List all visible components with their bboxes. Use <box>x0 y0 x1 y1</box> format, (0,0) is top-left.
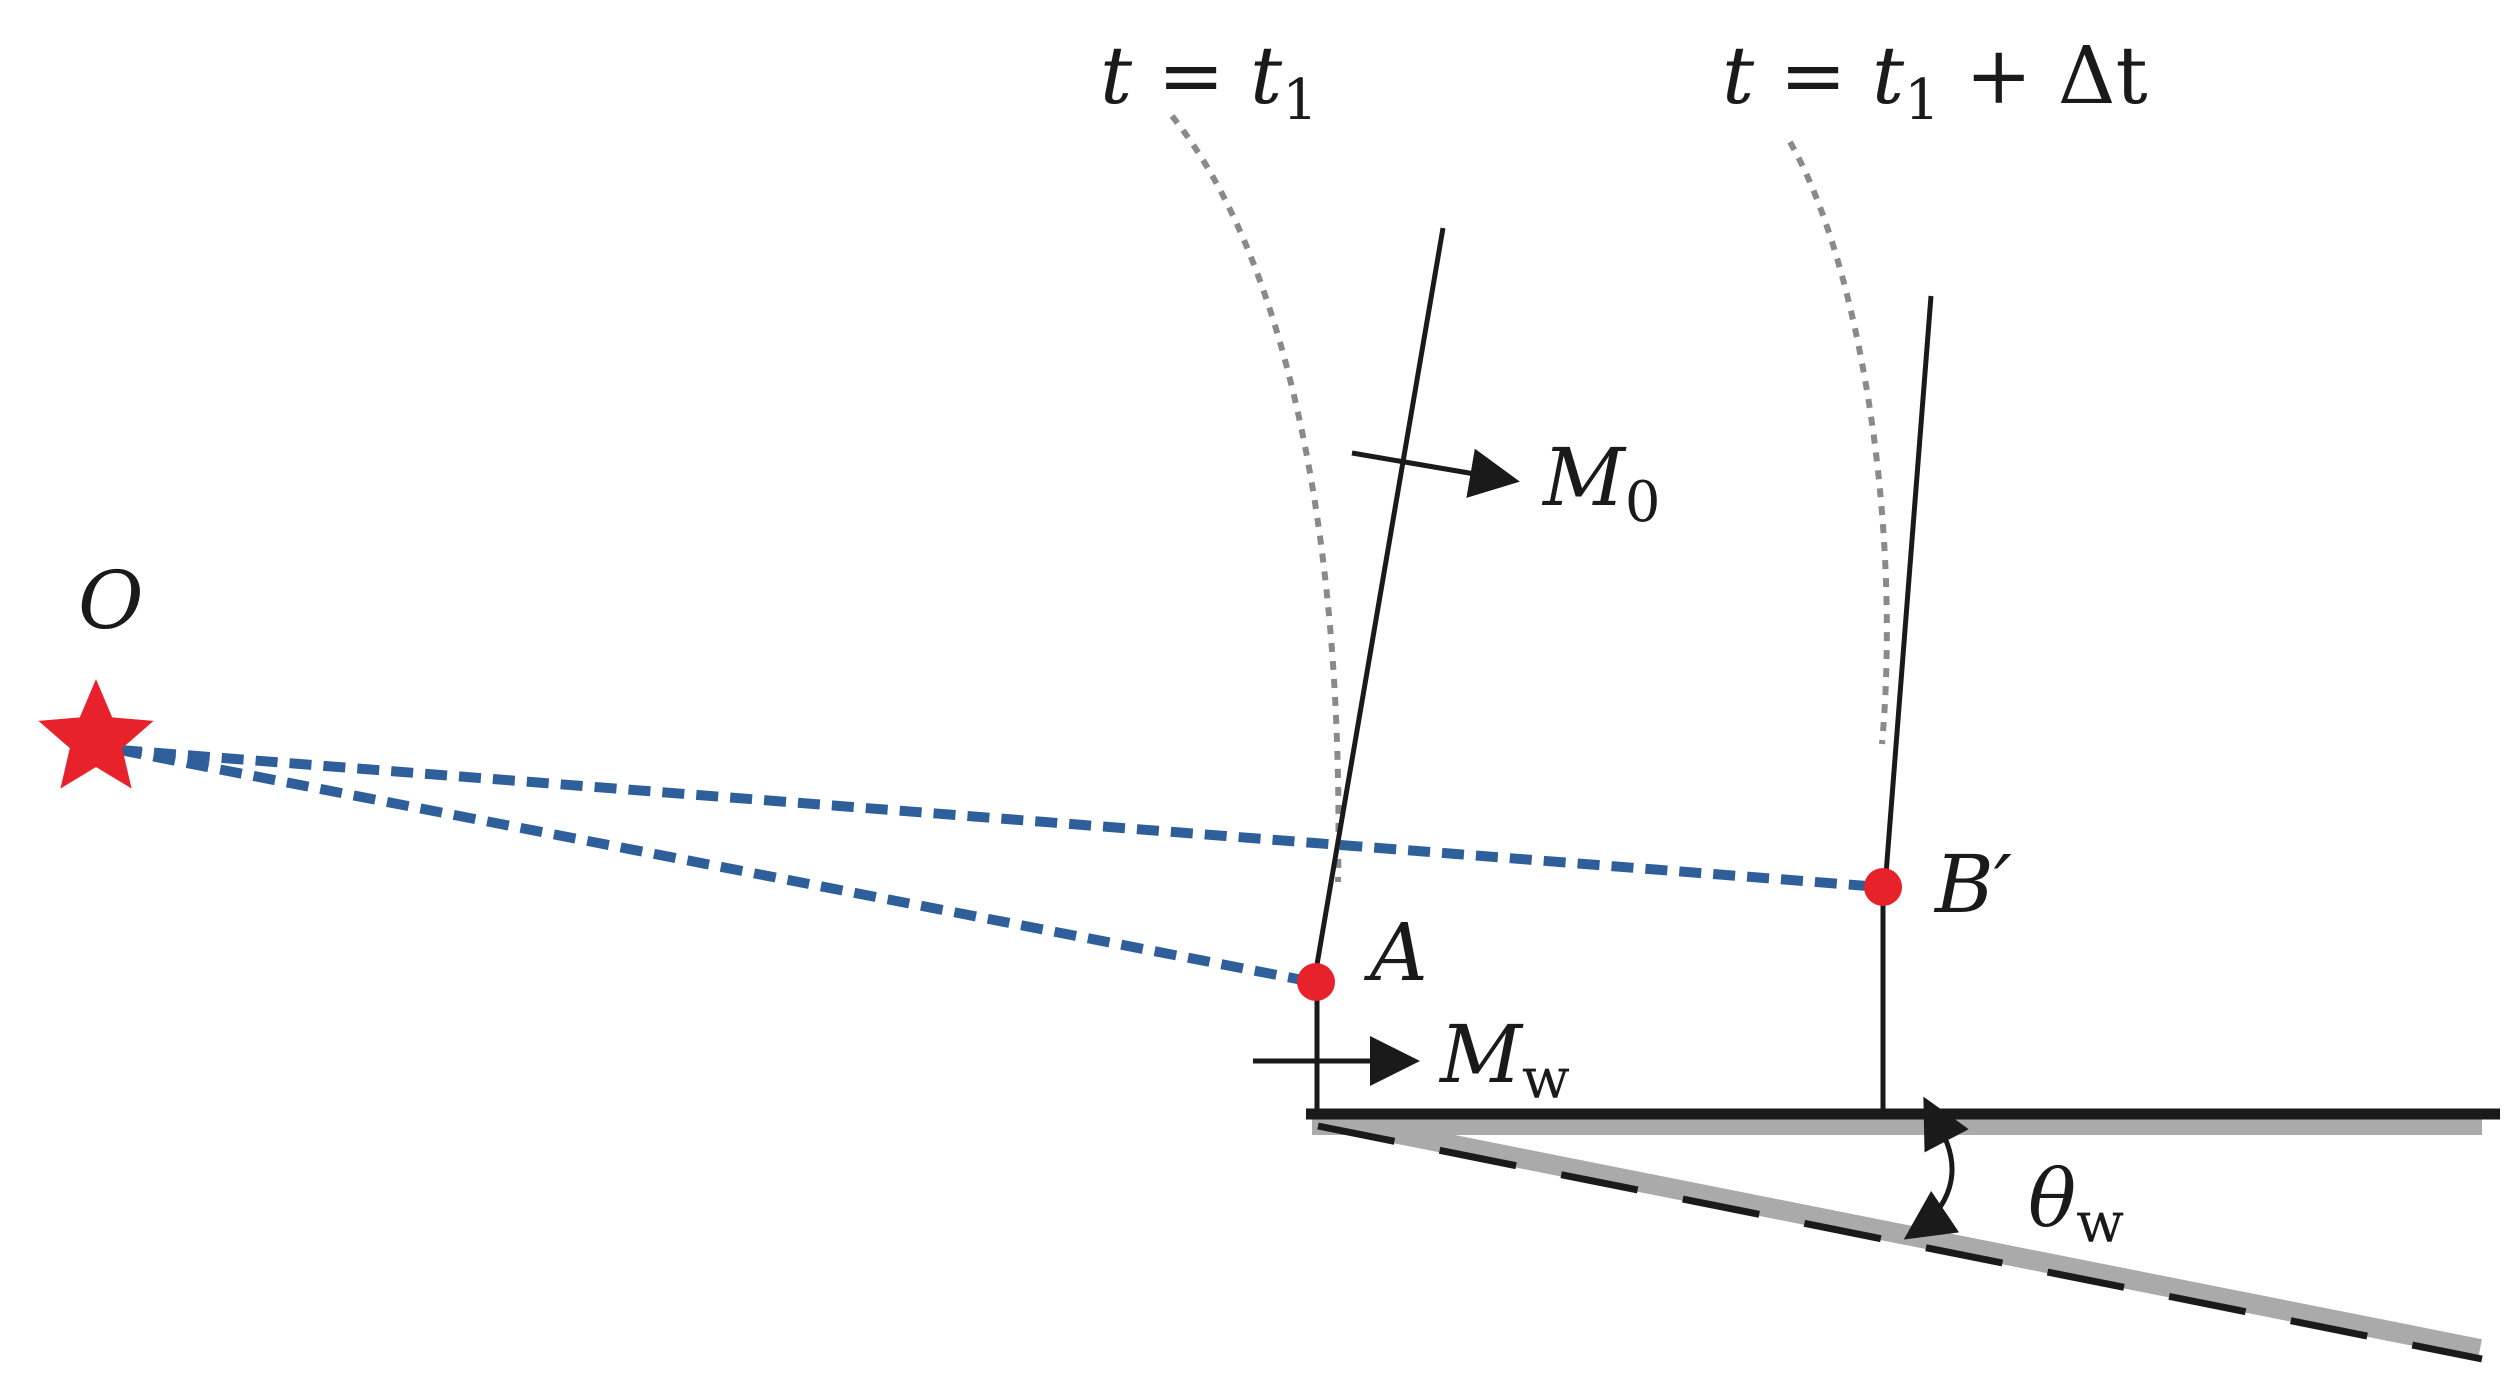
ray-to-a <box>119 745 1314 987</box>
wavefront-t2 <box>1882 295 1934 888</box>
origin-star-icon <box>38 679 154 789</box>
rays <box>119 745 1881 987</box>
m0-arrow <box>1351 448 1520 498</box>
guide-curve-t1 <box>1169 114 1342 883</box>
guide-curve-t2 <box>1787 140 1890 745</box>
origin-label: O <box>78 554 144 647</box>
theta-label: θw <box>2028 1152 2124 1256</box>
point-a-dot <box>1297 963 1335 1001</box>
point-a-label: A <box>1363 906 1428 999</box>
point-b-label: B′ <box>1933 838 2012 931</box>
point-b-dot <box>1864 868 1902 906</box>
theta-angle-arrow <box>1903 1096 1969 1240</box>
m0-label: M0 <box>1541 431 1661 535</box>
time-label-t1: t = t1 <box>1100 29 1318 133</box>
time-label-t2: t = t1 + Δt <box>1722 29 2148 133</box>
ray-to-b <box>119 745 1881 892</box>
mw-label: Mw <box>1438 1008 1570 1112</box>
wavefront-t1 <box>1311 227 1446 983</box>
deflected-wall <box>1312 1108 2483 1363</box>
